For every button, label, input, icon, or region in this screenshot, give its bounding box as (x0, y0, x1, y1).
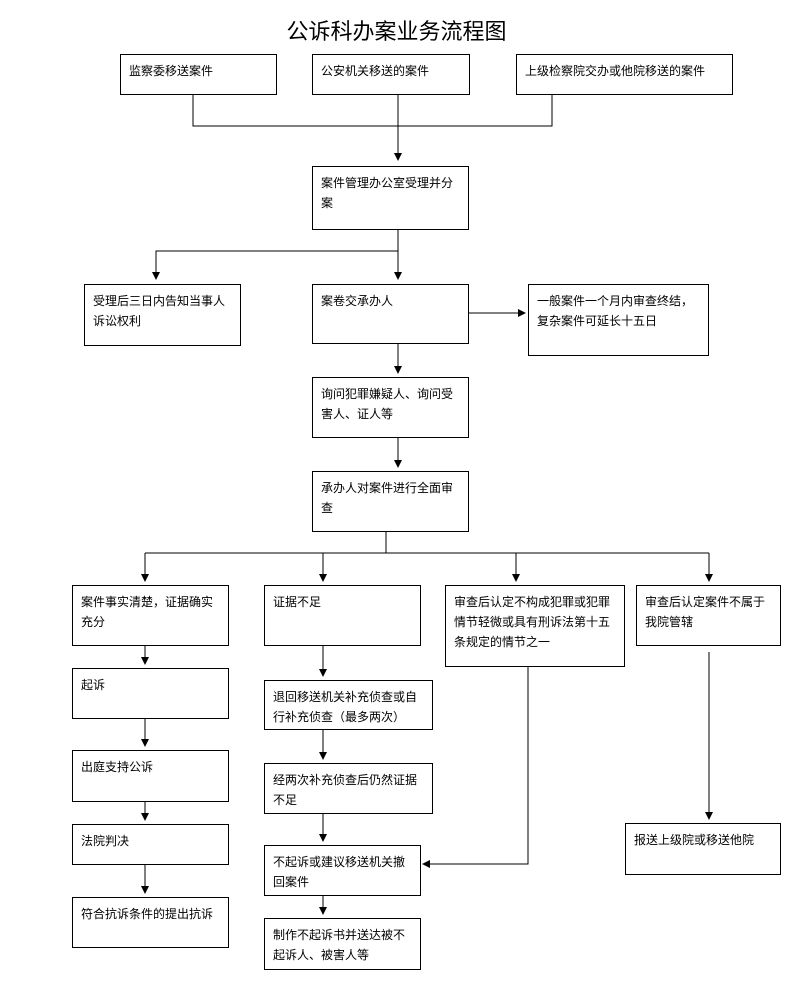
node-prosecute: 起诉 (72, 668, 229, 719)
node-accept: 案件管理办公室受理并分案 (312, 166, 469, 230)
node-serve: 制作不起诉书并送达被不起诉人、被害人等 (264, 918, 421, 970)
node-deadline: 一般案件一个月内审查终结，复杂案件可延长十五日 (528, 284, 709, 356)
arrow-to-notify (152, 250, 398, 280)
node-verdict: 法院判决 (72, 824, 229, 865)
node-assign: 案卷交承办人 (312, 284, 469, 344)
node-still-insufficient: 经两次补充侦查后仍然证据不足 (264, 763, 433, 814)
connector-src1 (192, 95, 553, 127)
node-report: 报送上级院或移送他院 (625, 823, 781, 875)
node-src2: 公安机关移送的案件 (312, 54, 470, 95)
node-protest: 符合抗诉条件的提出抗诉 (72, 897, 229, 948)
node-return: 退回移送机关补充侦查或自行补充侦查（最多两次） (264, 680, 433, 730)
node-notify: 受理后三日内告知当事人诉讼权利 (84, 284, 241, 346)
node-clear: 案件事实清楚，证据确实充分 (72, 585, 229, 646)
node-src3: 上级检察院交办或他院移送的案件 (516, 54, 733, 95)
page-title: 公诉科办案业务流程图 (286, 20, 507, 45)
arrow-minor-to-no-prosecute (422, 667, 529, 868)
node-minor: 审查后认定不构成犯罪或犯罪情节轻微或具有刑诉法第十五条规定的情节之一 (445, 585, 625, 667)
node-interrogate: 询问犯罪嫌疑人、询问受害人、证人等 (312, 377, 469, 438)
node-court: 出庭支持公诉 (72, 750, 229, 802)
node-insufficient: 证据不足 (264, 585, 421, 646)
node-review: 承办人对案件进行全面审查 (312, 471, 469, 532)
node-no-prosecute: 不起诉或建议移送机关撤回案件 (264, 845, 421, 896)
node-src1: 监察委移送案件 (120, 54, 277, 95)
node-jurisdiction: 审查后认定案件不属于我院管辖 (636, 585, 781, 646)
